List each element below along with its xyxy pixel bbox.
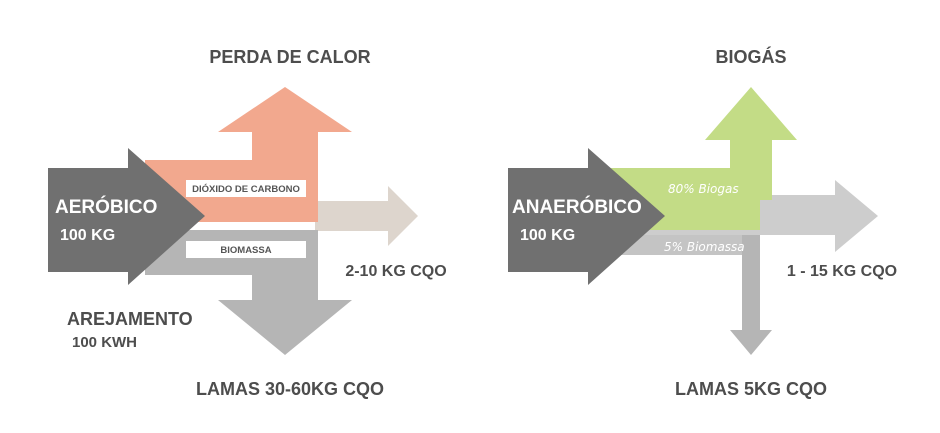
aerobic-effluent-arrow (315, 186, 418, 246)
co2-label: DIÓXIDO DE CARBONO (192, 183, 300, 195)
biomass-band (610, 235, 760, 255)
anaerobic-sludge-label: LAMAS 5KG CQO (675, 379, 827, 399)
biomass-label-box (186, 241, 306, 258)
aerobic-input-value: 100 KG (60, 227, 115, 244)
aerobic-effluent-label: 2-10 KG CQO (345, 263, 446, 280)
anaerobic-title: ANAERÓBICO (512, 196, 642, 218)
biogas-percentage: 80% Biogas (668, 182, 739, 196)
biogas-label: BIOGÁS (715, 46, 786, 67)
biogas-arrow (610, 87, 797, 230)
biomass-percentage: 5% Biomassa (664, 240, 745, 254)
aerobic-input-arrow (48, 148, 205, 285)
anaerobic-effluent-label: 1 - 15 KG CQO (787, 263, 897, 280)
anaerobic-sludge-arrow (730, 235, 772, 355)
anaerobic-input-arrow (508, 148, 665, 285)
anaerobic-input-value: 100 KG (520, 227, 575, 244)
aeration-value: 100 KWH (72, 334, 137, 351)
biomass-label: BIOMASSA (220, 245, 271, 256)
aeration-label: AREJAMENTO (67, 309, 193, 329)
aerobic-diagram: DIÓXIDO DE CARBONO BIOMASSA AERÓBICO 100… (48, 47, 447, 399)
aerobic-sludge-arrow (145, 230, 352, 355)
aerobic-title: AERÓBICO (55, 196, 157, 218)
heat-loss-label: PERDA DE CALOR (209, 47, 370, 67)
co2-label-box (186, 180, 306, 197)
aerobic-sludge-label: LAMAS 30-60KG CQO (196, 379, 384, 399)
anaerobic-diagram: ANAERÓBICO 100 KG 80% Biogas 5% Biomassa… (508, 46, 897, 399)
